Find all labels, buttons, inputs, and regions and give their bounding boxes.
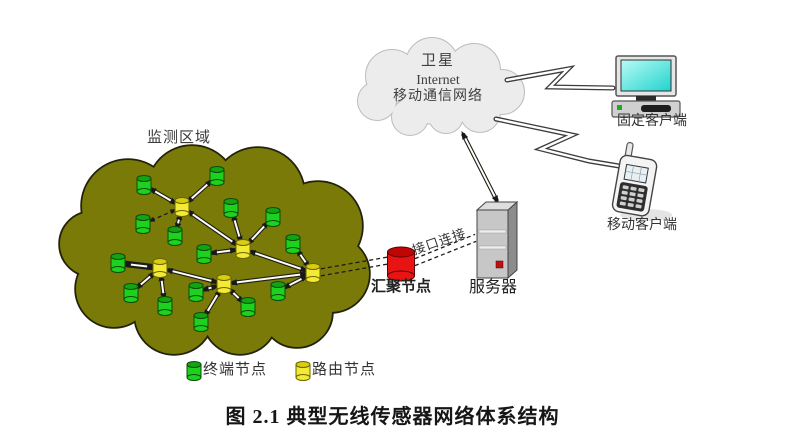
terminal-node	[209, 166, 225, 186]
network-edge	[122, 260, 156, 271]
terminal-node	[240, 297, 256, 317]
cloud-line-internet: Internet	[416, 73, 460, 89]
router-node	[152, 258, 168, 278]
bolt-path-dark	[493, 116, 628, 170]
legend-router-label: 路由节点	[312, 362, 377, 378]
terminal-node	[188, 282, 204, 302]
router-node	[216, 274, 232, 294]
phone-key	[637, 193, 644, 198]
edge-arrowhead	[461, 130, 469, 140]
wireless-link-bolt-to-fixed-client	[504, 65, 616, 91]
network-edge	[461, 130, 499, 205]
network-edge	[208, 247, 239, 256]
server-groove-1	[478, 229, 507, 234]
phone-keypad	[616, 182, 648, 212]
terminal-node	[193, 312, 209, 332]
power-led	[617, 105, 622, 110]
cloud-line-mobile-network: 移动通信网络	[393, 89, 483, 105]
phone-key	[630, 186, 637, 191]
phone-key	[638, 188, 645, 193]
terminal-node	[285, 234, 301, 254]
network-edge	[228, 271, 309, 286]
router-node	[235, 239, 251, 259]
case-slot	[641, 105, 671, 112]
cloud-line-satellite: 卫星	[420, 53, 455, 69]
phone-key	[620, 196, 627, 201]
edge-arrowhead	[122, 261, 132, 268]
phone-key	[636, 198, 643, 204]
wireless-link-bolt-to-mobile-client	[493, 116, 628, 170]
phone-screen	[623, 163, 649, 184]
monitor-screen	[620, 59, 672, 92]
terminal-node	[223, 198, 239, 218]
network-nodes-layer	[110, 166, 415, 381]
server-power-button	[495, 260, 504, 269]
server-tower-icon	[475, 200, 519, 280]
terminal-node	[265, 207, 281, 227]
edge-arrowhead	[146, 263, 156, 270]
network-edge	[414, 233, 476, 260]
router-node	[174, 197, 190, 217]
server-label: 服务器	[468, 279, 517, 296]
sink-label: 汇聚节点	[370, 279, 431, 295]
fixed-client-computer-icon	[611, 55, 681, 118]
bolt-path-light	[505, 67, 615, 90]
figure-caption: 图 2.1 典型无线传感器网络体系结构	[225, 406, 560, 428]
terminal-node	[135, 214, 151, 234]
region-label: 监测区域	[146, 130, 211, 146]
terminal-node	[157, 296, 173, 316]
edge-arrowhead	[228, 279, 238, 286]
mobile-client-label: 移动客户端	[607, 218, 677, 233]
legend-terminal-label: 终端节点	[203, 362, 268, 378]
phone-key	[621, 190, 628, 195]
phone-key	[629, 192, 636, 197]
phone-key	[628, 197, 635, 202]
mobile-client-phone-icon	[611, 142, 658, 217]
terminal-node	[123, 283, 139, 303]
terminal-node	[167, 226, 183, 246]
phone-screen-grid	[625, 165, 648, 182]
phone-key	[627, 202, 634, 208]
bolt-path-light	[494, 117, 627, 169]
phone-key	[622, 185, 629, 190]
terminal-node	[110, 253, 126, 273]
phone-key	[619, 201, 626, 206]
internet-cloud-label: 卫星 Internet 移动通信网络	[368, 53, 508, 105]
monitor-stand	[636, 96, 656, 101]
sink-node	[387, 246, 415, 282]
server-side	[507, 200, 518, 280]
server-groove-2	[478, 245, 507, 250]
terminal-node	[136, 175, 152, 195]
router-node	[305, 263, 321, 283]
phone-key	[635, 204, 642, 209]
edge-arrowhead	[299, 271, 309, 278]
network-edges-layer	[122, 130, 499, 319]
legend-router-marker	[295, 361, 311, 381]
terminal-node	[270, 281, 286, 301]
terminal-node	[196, 244, 212, 264]
fixed-client-label: 固定客户端	[617, 114, 687, 129]
server-front	[476, 209, 509, 279]
network-edge	[247, 249, 309, 273]
legend-terminal-marker	[186, 361, 202, 381]
phone-keys	[619, 185, 645, 209]
network-edge	[414, 240, 477, 267]
